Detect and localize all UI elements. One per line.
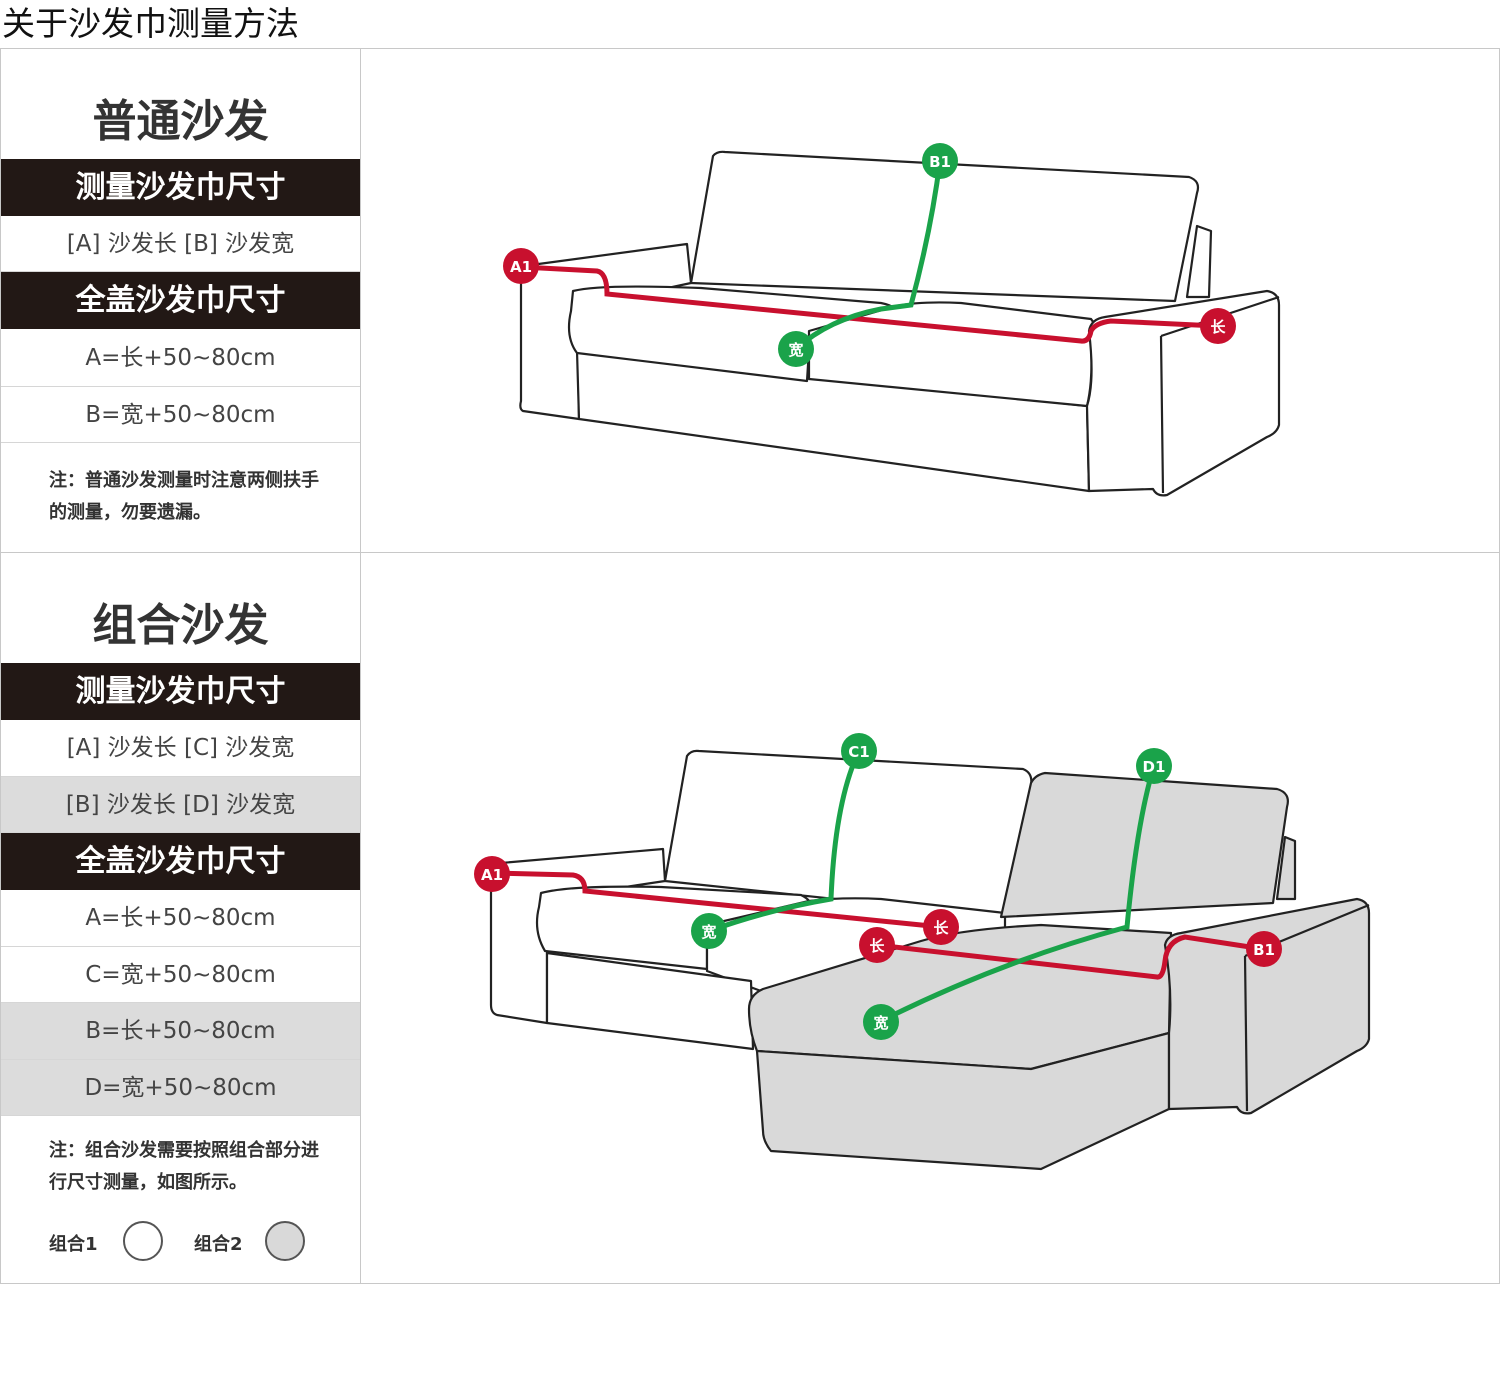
width-2-label: 宽 [872,1014,888,1032]
regular-sofa-drawing: A1 B1 长 宽 [503,143,1281,497]
measure-items-row-2: [B] 沙发长 [D] 沙发宽 [1,777,360,833]
b1-label: B1 [929,153,951,171]
formula-b-row: B=长+50~80cm [1,1003,360,1060]
d1-marker: D1 [1136,748,1172,784]
length-1-marker: 长 [923,909,959,945]
width-1-marker: 宽 [691,913,727,949]
length-label: 长 [1210,318,1226,336]
c1-label: C1 [848,743,869,761]
b1-marker: B1 [1246,931,1282,967]
legend-group-1-label: 组合1 [49,1234,98,1255]
b1-marker: B1 [922,143,958,179]
a1-label: A1 [481,866,503,884]
formula-a-row: A=长+50~80cm [1,890,360,947]
combination-sofa-heading: 组合沙发 [92,600,269,651]
measure-size-band: 测量沙发巾尺寸 [1,663,360,720]
regular-sofa-heading: 普通沙发 [92,96,269,147]
a1-marker: A1 [474,856,510,892]
regular-sofa-illustration: A1 B1 长 宽 [361,49,1499,552]
formula-d-row: D=宽+50~80cm [1,1060,360,1116]
length-1-label: 长 [933,919,949,937]
formula-b-row: B=宽+50~80cm [1,387,360,443]
measure-size-band: 测量沙发巾尺寸 [1,159,360,216]
combination-sofa-section: 组合沙发 测量沙发巾尺寸 [A] 沙发长 [C] 沙发宽 [B] 沙发长 [D]… [0,552,1500,1284]
b1-label: B1 [1253,941,1275,959]
regular-sofa-note: 注：普通沙发测量时注意两侧扶手的测量，勿要遗漏。 [49,470,319,523]
combination-sofa-drawing: A1 C1 D1 B1 长 宽 [474,733,1371,1171]
legend-group-2-label: 组合2 [194,1234,243,1255]
d1-label: D1 [1143,758,1166,776]
width-2-marker: 宽 [863,1004,899,1040]
length-2-marker: 长 [859,927,895,963]
legend-group-2-swatch [265,1221,305,1261]
length-marker: 长 [1200,308,1236,344]
width-marker: 宽 [778,331,814,367]
regular-sofa-info-panel: 普通沙发 测量沙发巾尺寸 [A] 沙发长 [B] 沙发宽 全盖沙发巾尺寸 A=长… [1,49,361,552]
c1-marker: C1 [841,733,877,769]
combination-sofa-illustration: A1 C1 D1 B1 长 宽 [361,553,1499,1283]
regular-sofa-section: 普通沙发 测量沙发巾尺寸 [A] 沙发长 [B] 沙发宽 全盖沙发巾尺寸 A=长… [0,48,1500,553]
page-title: 关于沙发巾测量方法 [2,4,299,43]
width-1-label: 宽 [700,923,716,941]
a1-label: A1 [510,258,532,276]
a1-marker: A1 [503,248,539,284]
measure-items-row-1: [A] 沙发长 [C] 沙发宽 [1,720,360,777]
full-cover-size-band: 全盖沙发巾尺寸 [1,833,360,890]
legend-group-1-swatch [123,1221,163,1261]
width-label: 宽 [787,341,803,359]
formula-c-row: C=宽+50~80cm [1,947,360,1003]
full-cover-size-band: 全盖沙发巾尺寸 [1,272,360,329]
formula-a-row: A=长+50~80cm [1,329,360,387]
combination-sofa-info-panel: 组合沙发 测量沙发巾尺寸 [A] 沙发长 [C] 沙发宽 [B] 沙发长 [D]… [1,553,361,1283]
combination-sofa-note: 注：组合沙发需要按照组合部分进行尺寸测量，如图所示。 [49,1140,319,1193]
measure-items-row: [A] 沙发长 [B] 沙发宽 [1,216,360,272]
length-2-label: 长 [869,937,885,955]
